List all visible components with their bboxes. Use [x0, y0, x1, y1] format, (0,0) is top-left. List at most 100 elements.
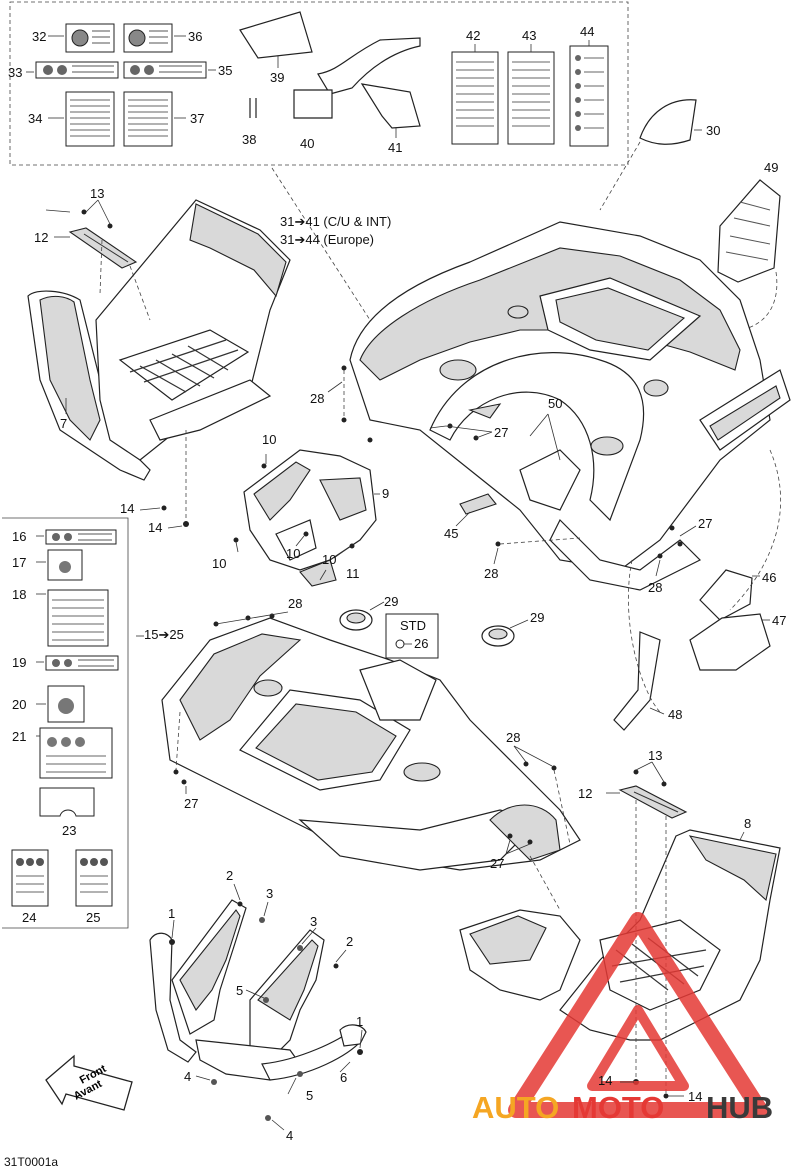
callout-25: 25 — [86, 910, 100, 925]
callout-30: 30 — [706, 123, 720, 138]
callout-20: 20 — [12, 697, 26, 712]
decal-column-box — [2, 517, 129, 929]
callout-33: 33 — [8, 65, 22, 80]
callout-1-a: 1 — [168, 906, 175, 921]
watermark-auto: AUTO — [472, 1090, 559, 1125]
callout-27-b: 27 — [698, 516, 712, 531]
callout-2-a: 2 — [226, 868, 233, 883]
callout-31-44: 31➔44 (Europe) — [280, 232, 374, 247]
part-30-pad — [639, 99, 697, 145]
callout-16: 16 — [12, 529, 26, 544]
callout-10-b: 10 — [286, 546, 300, 561]
decal-40-upper — [317, 37, 421, 95]
callout-29-a: 29 — [384, 594, 398, 609]
callout-46: 46 — [762, 570, 776, 585]
callout-32: 32 — [32, 29, 46, 44]
part-48 — [613, 631, 661, 731]
callout-47: 47 — [772, 613, 786, 628]
callout-5-a: 5 — [236, 983, 243, 998]
part-12-left — [68, 227, 138, 269]
callout-labels: 32 36 33 35 34 37 39 38 40 41 42 43 44 3… — [4, 24, 786, 1169]
callout-27-d: 27 — [490, 856, 504, 871]
decal-37 — [123, 91, 173, 147]
decal-34 — [65, 91, 115, 147]
callout-29-b: 29 — [530, 610, 544, 625]
callout-28-b: 28 — [484, 566, 498, 581]
decal-21 — [39, 727, 113, 779]
std-box — [385, 613, 439, 659]
callout-31-41: 31➔41 (C/U & INT) — [280, 214, 391, 229]
callout-1-b: 1 — [356, 1014, 363, 1029]
part-45 — [459, 493, 497, 515]
callout-19: 19 — [12, 655, 26, 670]
decal-42 — [451, 51, 499, 145]
callout-50: 50 — [548, 396, 562, 411]
decal-41 — [360, 83, 421, 129]
decal-39 — [239, 11, 313, 59]
callout-28-e: 28 — [506, 730, 520, 745]
callout-14-d: 14 — [688, 1089, 702, 1104]
callout-36: 36 — [188, 29, 202, 44]
callout-45: 45 — [444, 526, 458, 541]
callout-12-left: 12 — [34, 230, 48, 245]
callout-9: 9 — [382, 486, 389, 501]
callout-35: 35 — [218, 63, 232, 78]
callout-38: 38 — [242, 132, 256, 147]
callout-39: 39 — [270, 70, 284, 85]
watermark-moto: MOTO — [572, 1090, 664, 1125]
decal-44 — [569, 45, 609, 147]
callout-4-b: 4 — [286, 1128, 293, 1143]
callout-48: 48 — [668, 707, 682, 722]
part-47 — [689, 613, 771, 671]
callout-6: 6 — [340, 1070, 347, 1085]
decal-23 — [39, 787, 95, 817]
callout-11: 11 — [346, 566, 360, 581]
callout-13-right: 13 — [648, 748, 662, 763]
callout-44: 44 — [580, 24, 594, 39]
callout-3-a: 3 — [266, 886, 273, 901]
callout-13-left: 13 — [90, 186, 104, 201]
watermark-hub: HUB — [706, 1090, 773, 1125]
callout-3-b: 3 — [310, 914, 317, 929]
callout-21: 21 — [12, 729, 26, 744]
callout-5-b: 5 — [306, 1088, 313, 1103]
callout-28-d: 28 — [288, 596, 302, 611]
callout-2-b: 2 — [346, 934, 353, 949]
callout-28-a: 28 — [310, 391, 324, 406]
callout-34: 34 — [28, 111, 42, 126]
bumper-assembly — [149, 899, 367, 1081]
callout-43: 43 — [522, 28, 536, 43]
left-footrest-fender — [27, 199, 291, 481]
callout-28-c: 28 — [648, 580, 662, 595]
callout-27-a: 27 — [494, 425, 508, 440]
callout-10-a: 10 — [262, 432, 276, 447]
callout-18: 18 — [12, 587, 26, 602]
callout-10-c: 10 — [212, 556, 226, 571]
callout-15-25: 15➔25 — [144, 627, 184, 642]
part-12-right — [618, 785, 688, 819]
callout-24: 24 — [22, 910, 36, 925]
decal-40 — [293, 89, 333, 119]
callout-14-b: 14 — [148, 520, 162, 535]
callout-26: 26 — [414, 636, 428, 651]
part-46 — [699, 569, 753, 621]
callout-14-c: 14 — [598, 1073, 612, 1088]
callout-14-a: 14 — [120, 501, 134, 516]
front-fender-assembly — [161, 617, 581, 871]
callout-4-a: 4 — [184, 1069, 191, 1084]
callout-23: 23 — [62, 823, 76, 838]
callout-10-d: 10 — [322, 552, 336, 567]
rear-fender-assembly — [349, 221, 791, 591]
part-49 — [717, 179, 781, 283]
callout-37: 37 — [190, 111, 204, 126]
callout-27-c: 27 — [184, 796, 198, 811]
decal-kit-box — [9, 1, 629, 166]
callout-17: 17 — [12, 555, 26, 570]
callout-std: STD — [400, 618, 426, 633]
decal-18 — [47, 589, 109, 647]
callout-49: 49 — [764, 160, 778, 175]
callout-41: 41 — [388, 140, 402, 155]
callout-40: 40 — [300, 136, 314, 151]
